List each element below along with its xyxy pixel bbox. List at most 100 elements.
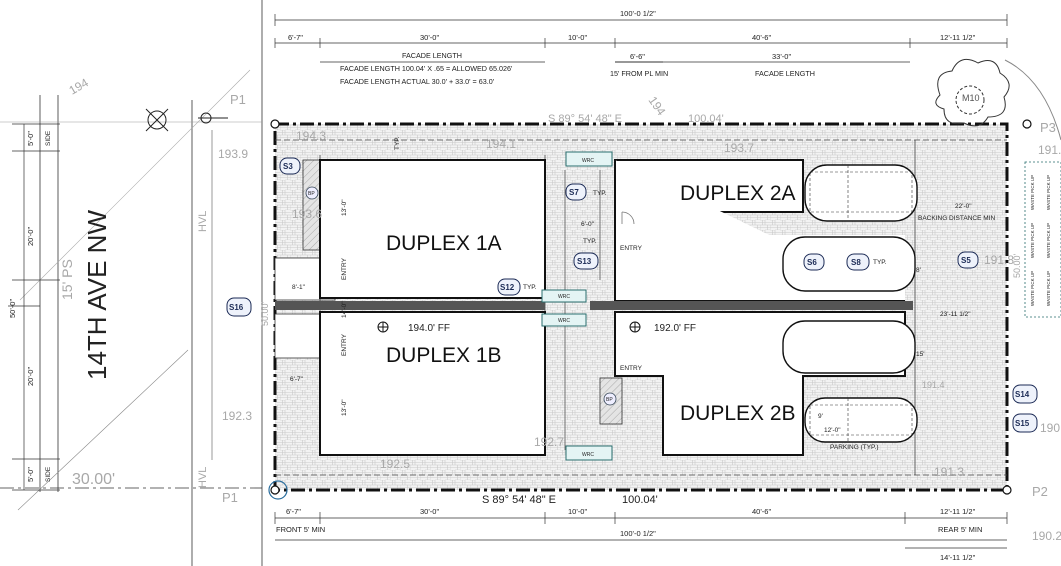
street-name: 14TH AVE NW [82,210,112,380]
walkway [564,170,635,450]
unit-duplex-1a: DUPLEX 1A [386,232,502,255]
ff-front: 194.0' FF [408,323,450,334]
left-dim-3: 20'-0" [26,367,35,386]
hvl-label-bottom: HVL [197,467,209,488]
left-dim-2: 20'-0" [26,227,35,246]
party-wall-2 [590,301,913,310]
wrc-boxes [541,151,613,461]
stall-dashes [809,165,913,442]
elev-190-2: 190.2 [1032,529,1061,543]
bp-label-2: BP [606,397,613,403]
top-dim-5: 12'-11 1/2" [940,33,976,42]
rear-min-note: REAR 5' MIN [938,525,982,534]
left-dim-4: 5'-0" [26,467,35,482]
elev-192-3: 192.3 [222,409,252,423]
top-dim-1: 6'-7" [288,33,303,42]
backing-label: BACKING DISTANCE MIN [918,215,995,222]
side-label-top: SIDE [45,130,52,146]
dim-12-0: 12'-0" [824,427,841,434]
elev-194-a: 194 [67,75,92,97]
dim-6-0: 6'-0" [581,221,595,228]
unit-duplex-2b: DUPLEX 2B [680,402,796,425]
building-1 [319,159,546,456]
entry-label-1b: ENTRY [341,333,348,356]
rear-total-dim: 14'-11 1/2" [940,553,976,562]
tag-s8: S8 [851,258,861,267]
point-p2: P2 [1032,484,1048,499]
side-label-bottom: SIDE [45,466,52,482]
point-p1-bottom: P1 [222,490,238,505]
bp-marker-1 [305,186,319,200]
tag-s16: S16 [229,303,244,312]
waste-label-4: WASTE PICK UP [1046,175,1051,210]
top-sub-dim-a: 6'-6" [630,52,645,61]
tag-s6: S6 [807,258,817,267]
tag-s3: S3 [283,162,293,171]
elev-193-7: 193.7 [724,141,754,155]
bottom-dimensions [274,512,1008,549]
typ-label-5: TYP. [394,136,401,150]
unit-duplex-2a: DUPLEX 2A [680,182,796,205]
party-wall-1 [275,301,545,310]
top-dim-2: 30'-0" [420,33,439,42]
top-overall-dim: 100'-0 1/2" [620,9,656,18]
bearing-bottom-length: 100.04' [622,494,658,506]
tag-s7: S7 [569,188,579,197]
tag-pills [226,157,1038,433]
bearing-bottom: S 89° 54' 48" E [482,494,556,506]
tag-s13: S13 [577,257,592,266]
left-dim-overall: 50'-0" [8,299,17,318]
elev-194-b: 194 [646,94,669,119]
bottom-dim-3: 10'-0" [568,507,587,516]
street-light-icon [145,108,228,132]
left-dim-1: 5'-0" [26,131,35,146]
wrc-label-3: WRC [558,318,570,324]
tag-s12: S12 [500,283,515,292]
waste-label-2: WASTE PICK UP [1030,223,1035,258]
wrc-label-1: WRC [582,158,594,164]
entry-label-2b: ENTRY [620,365,643,372]
dim-8-1: 8'-1" [292,284,306,291]
elev-191-5: 191.5 [1038,143,1061,157]
waste-label-1: WASTE PICK UP [1030,175,1035,210]
hvl-label-top: HVL [197,211,209,232]
bp-marker-2 [603,392,617,406]
left-dimension-chain [8,123,60,491]
facade-title-right: FACADE LENGTH [755,69,815,78]
bottom-dim-2: 30'-0" [420,507,439,516]
front-min-note: FRONT 5' MIN [276,525,325,534]
waste-label-5: WASTE PICK UP [1046,223,1051,258]
dim-8r: 8' [916,267,921,274]
bin-pad-1 [302,159,322,251]
dim-14: 14'-0" [341,301,348,318]
from-pl-note: 15' FROM PL MIN [610,69,668,78]
facade-calc-2: FACADE LENGTH ACTUAL 30.0' + 33.0' = 63.… [340,77,495,86]
control-points [268,119,1032,500]
elev-193-9: 193.9 [218,147,248,161]
entry-label-1a: ENTRY [341,257,348,280]
row-width: 30.00' [72,471,115,488]
bp-label-1: BP [308,191,315,197]
entry-label-2a: ENTRY [620,245,643,252]
elev-190: 190 [1040,421,1060,435]
ff-marker-rear [629,321,641,333]
parking-stalls [782,164,918,443]
tree-label: M10 [962,93,980,103]
facade-title-left: FACADE LENGTH [402,51,462,60]
typ-label-1: TYP. [593,190,607,197]
ff-marker-front [377,321,389,333]
typ-label-4: TYP. [873,259,887,266]
facade-calc-1: FACADE LENGTH 100.04' X .65 = ALLOWED 65… [340,64,513,73]
dim-13b: 13'-0" [341,399,348,416]
ff-rear: 192.0' FF [654,323,696,334]
dim-15: 15' [916,351,924,358]
tree-icon [935,58,1061,141]
tag-s5: S5 [961,256,971,265]
top-dimensions [274,14,1008,63]
bearing-top-length: 100.04' [688,113,724,125]
point-p3: P3 [1040,120,1056,135]
dim-9: 9' [818,413,823,420]
bottom-dim-5: 12'-11 1/2" [940,507,976,516]
dim-50-right: 50.00' [1012,253,1022,278]
top-dim-4: 40'-6" [752,33,771,42]
